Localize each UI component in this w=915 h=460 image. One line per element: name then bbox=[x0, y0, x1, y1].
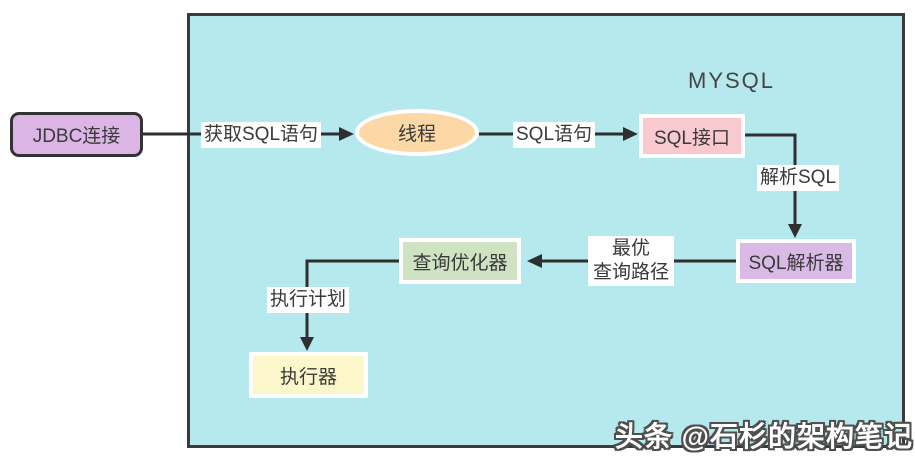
node-thread-label: 线程 bbox=[397, 124, 436, 145]
node-jdbc-connection-label: JDBC连接 bbox=[32, 126, 121, 147]
edge-label-sql-statement: SQL语句 bbox=[513, 122, 596, 148]
node-sql-interface: SQL接口 bbox=[639, 114, 745, 158]
node-sql-parser-label: SQL解析器 bbox=[748, 252, 844, 274]
node-query-optimizer: 查询优化器 bbox=[399, 238, 521, 284]
node-executor: 执行器 bbox=[249, 352, 368, 398]
watermark-text: 头条 @石杉的架构笔记 bbox=[614, 421, 913, 452]
node-thread: 线程 bbox=[355, 109, 479, 156]
edge-label-get-sql: 获取SQL语句 bbox=[201, 122, 322, 148]
edge-label-execution-plan: 执行计划 bbox=[267, 287, 350, 313]
edge-label-best-query-path-line2: 查询路径 bbox=[592, 262, 669, 283]
edge-label-best-query-path-line1: 最优 bbox=[611, 238, 650, 259]
node-sql-interface-label: SQL接口 bbox=[653, 127, 731, 149]
mysql-panel-title: MYSQL bbox=[688, 68, 776, 93]
edge-label-parse-sql: 解析SQL bbox=[757, 165, 840, 191]
node-jdbc-connection: JDBC连接 bbox=[10, 112, 143, 157]
edge-label-best-query-path: 最优 查询路径 bbox=[588, 236, 674, 286]
node-executor-label: 执行器 bbox=[279, 366, 337, 388]
node-sql-parser: SQL解析器 bbox=[736, 239, 856, 283]
node-query-optimizer-label: 查询优化器 bbox=[412, 252, 508, 274]
